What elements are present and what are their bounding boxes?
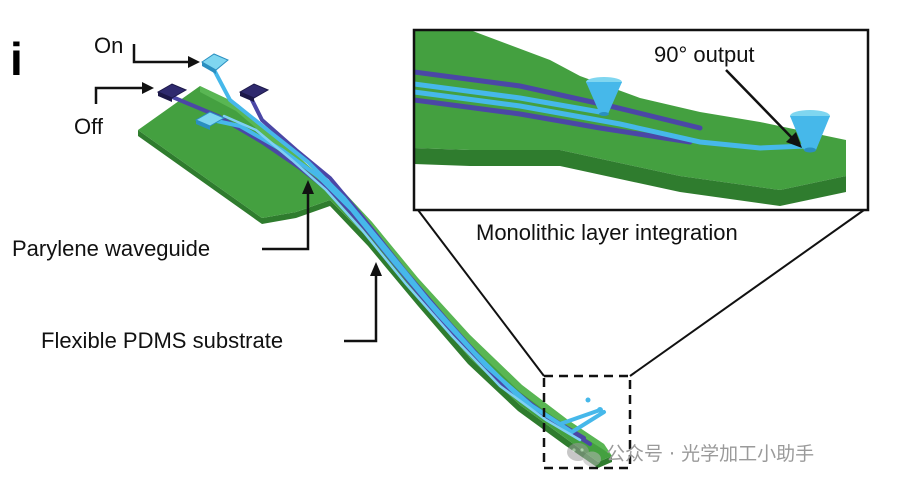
parylene-waveguides	[168, 64, 606, 446]
label-on: On	[94, 33, 123, 58]
pdms-substrate	[138, 86, 612, 462]
label-monolithic-integration: Monolithic layer integration	[476, 220, 738, 245]
probe-device	[138, 53, 612, 468]
inset-waveguides	[414, 69, 809, 151]
off-arrowhead	[142, 82, 154, 94]
tip-output-node	[597, 407, 603, 413]
parylene-arrow	[262, 190, 310, 251]
tip-output-node	[585, 397, 591, 403]
inset-frame	[412, 28, 870, 212]
lower-light-pad	[194, 111, 226, 130]
panel-label: i	[10, 33, 23, 85]
watermark: 公众号 · 光学加工小助手	[567, 443, 814, 467]
off-pad	[156, 83, 188, 102]
on-arrow	[132, 44, 192, 64]
zoom-connector-right	[629, 209, 865, 377]
on-arrowhead	[188, 56, 200, 68]
zoom-connector-left	[417, 209, 545, 377]
output-arrowhead	[786, 132, 802, 148]
label-pdms-substrate: Flexible PDMS substrate	[41, 328, 283, 353]
parylene-arrowhead	[302, 180, 314, 194]
label-parylene-waveguide: Parylene waveguide	[12, 236, 210, 261]
output-cone	[790, 110, 830, 153]
right-dark-pad	[238, 83, 270, 102]
pdms-substrate-side	[138, 130, 612, 468]
on-pad	[201, 53, 229, 74]
label-off: Off	[74, 114, 104, 139]
output-cone	[586, 77, 622, 116]
output-arrow	[725, 69, 795, 141]
inset-substrate-side	[414, 148, 846, 206]
wechat-icon	[567, 443, 601, 467]
label-90-output: 90° output	[654, 42, 755, 67]
substrate-arrow	[344, 272, 378, 343]
watermark-text: 公众号 · 光学加工小助手	[606, 443, 814, 465]
substrate-arrowhead	[370, 262, 382, 276]
off-arrow	[94, 86, 146, 104]
inset-panel: 90° output	[412, 28, 870, 212]
